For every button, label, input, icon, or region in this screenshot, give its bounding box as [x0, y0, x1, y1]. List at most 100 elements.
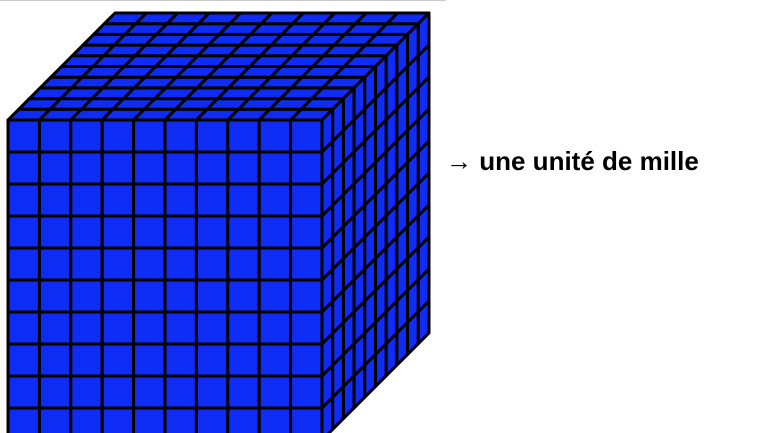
front-unit-cell: [132, 310, 167, 346]
front-unit-cell: [289, 118, 324, 154]
arrow-icon: →: [446, 146, 472, 176]
front-unit-cell: [132, 406, 167, 433]
front-unit-cell: [100, 214, 136, 250]
front-unit-cell: [132, 118, 167, 154]
front-unit-cell: [163, 342, 198, 378]
front-unit-cell: [257, 118, 293, 154]
front-unit-cell: [69, 374, 104, 410]
front-unit-cell: [37, 118, 73, 154]
front-unit-cell: [37, 278, 73, 314]
front-unit-cell: [37, 150, 73, 186]
front-unit-cell: [100, 182, 136, 218]
front-unit-cell: [194, 118, 230, 154]
front-unit-cell: [257, 342, 293, 378]
front-unit-cell: [226, 150, 261, 186]
front-unit-cell: [194, 214, 230, 250]
front-unit-cell: [69, 150, 104, 186]
front-unit-cell: [37, 246, 73, 282]
front-unit-cell: [132, 278, 167, 314]
front-unit-cell: [69, 406, 104, 433]
front-unit-cell: [289, 374, 324, 410]
front-unit-cell: [289, 278, 324, 314]
front-unit-cell: [289, 182, 324, 218]
front-unit-cell: [226, 406, 261, 433]
front-unit-cell: [194, 374, 230, 410]
front-unit-cell: [226, 118, 261, 154]
front-unit-cell: [163, 406, 198, 433]
front-unit-cell: [163, 118, 198, 154]
front-unit-cell: [100, 278, 136, 314]
front-unit-cell: [6, 246, 41, 282]
front-unit-cell: [163, 182, 198, 218]
front-unit-cell: [289, 150, 324, 186]
front-unit-cell: [257, 182, 293, 218]
front-unit-cell: [163, 150, 198, 186]
front-unit-cell: [6, 374, 41, 410]
front-unit-cell: [100, 342, 136, 378]
front-unit-cell: [6, 342, 41, 378]
right-unit-cell: [416, 299, 431, 346]
front-unit-cell: [226, 342, 261, 378]
front-unit-cell: [226, 374, 261, 410]
front-unit-cell: [194, 342, 230, 378]
front-unit-cell: [6, 182, 41, 218]
front-unit-cell: [194, 278, 230, 314]
front-unit-cell: [194, 406, 230, 433]
front-unit-cell: [163, 214, 198, 250]
front-unit-cell: [37, 374, 73, 410]
front-unit-cell: [289, 310, 324, 346]
front-unit-cell: [257, 214, 293, 250]
front-unit-cell: [100, 406, 136, 433]
front-unit-cell: [226, 182, 261, 218]
front-unit-cell: [69, 118, 104, 154]
front-unit-cell: [37, 182, 73, 218]
front-unit-cell: [163, 310, 198, 346]
front-unit-cell: [163, 374, 198, 410]
front-unit-cell: [37, 406, 73, 433]
front-unit-cell: [132, 342, 167, 378]
cube-top-face: [6, 11, 431, 122]
front-unit-cell: [257, 310, 293, 346]
front-unit-cell: [194, 246, 230, 282]
front-unit-cell: [69, 278, 104, 314]
front-unit-cell: [69, 214, 104, 250]
front-unit-cell: [226, 246, 261, 282]
front-unit-cell: [132, 374, 167, 410]
front-unit-cell: [132, 182, 167, 218]
front-unit-cell: [6, 406, 41, 433]
front-unit-cell: [6, 214, 41, 250]
front-unit-cell: [6, 278, 41, 314]
front-unit-cell: [226, 310, 261, 346]
front-unit-cell: [69, 182, 104, 218]
front-unit-cell: [257, 150, 293, 186]
front-unit-cell: [257, 246, 293, 282]
front-unit-cell: [100, 310, 136, 346]
top-divider-line: [0, 0, 446, 1]
front-unit-cell: [69, 342, 104, 378]
front-unit-cell: [6, 118, 41, 154]
front-unit-cell: [100, 246, 136, 282]
front-unit-cell: [69, 310, 104, 346]
front-unit-cell: [132, 150, 167, 186]
front-unit-cell: [257, 278, 293, 314]
cube-caption: → une unité de mille: [446, 146, 699, 176]
front-unit-cell: [257, 406, 293, 433]
front-unit-cell: [6, 310, 41, 346]
front-unit-cell: [69, 246, 104, 282]
front-unit-cell: [226, 214, 261, 250]
cube-right-face: [320, 11, 431, 433]
caption-text: une unité de mille: [479, 146, 699, 176]
front-unit-cell: [257, 374, 293, 410]
front-unit-cell: [289, 406, 324, 433]
front-unit-cell: [37, 342, 73, 378]
front-unit-cell: [163, 246, 198, 282]
front-unit-cell: [37, 214, 73, 250]
front-unit-cell: [289, 214, 324, 250]
front-unit-cell: [163, 278, 198, 314]
front-unit-cell: [226, 278, 261, 314]
front-unit-cell: [194, 150, 230, 186]
front-unit-cell: [6, 150, 41, 186]
thousand-unit-cube: [6, 11, 431, 433]
front-unit-cell: [289, 342, 324, 378]
front-unit-cell: [289, 246, 324, 282]
